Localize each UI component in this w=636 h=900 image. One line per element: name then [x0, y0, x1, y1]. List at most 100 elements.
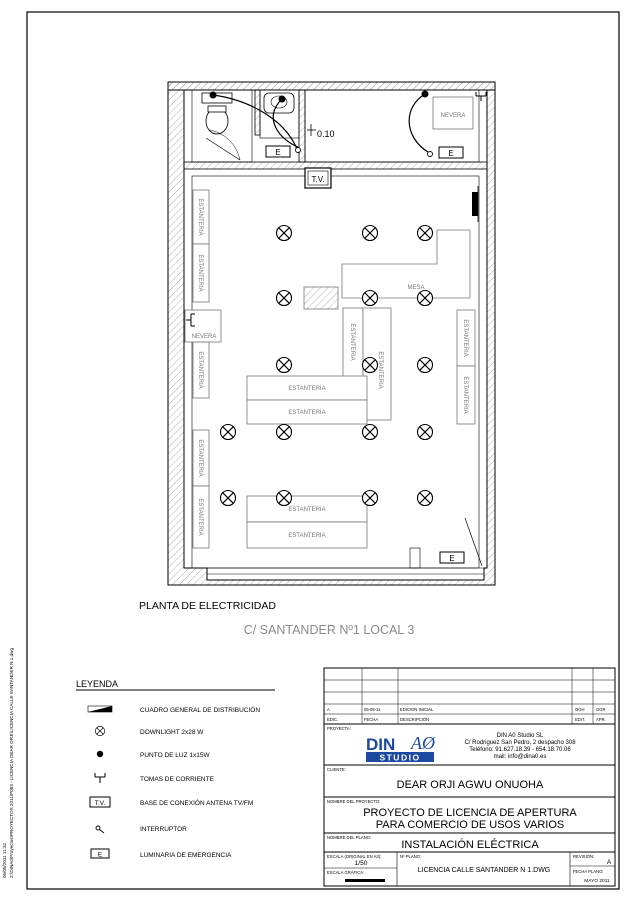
file-name: LICENCIA CALLE SANTANDER N 1.DWG — [418, 867, 551, 874]
client-name: DEAR ORJI AGWU ONUOHA — [397, 779, 544, 791]
date-label: FECHA PLANO: — [573, 869, 603, 874]
scale-label: ESCALA (ORIGINAL EN A3): — [327, 854, 381, 859]
shelf-left-5 — [192, 485, 210, 549]
label-fridge-2: NEVERA — [192, 334, 217, 340]
downlight-icon — [416, 289, 434, 307]
side-file-path: Z:\DINA0\Proyectos\PROYECTOS 2011\P083 -… — [9, 648, 14, 878]
fridge-storage — [432, 96, 474, 130]
logo-din: DIN — [366, 735, 395, 754]
proyecto-label: NOMBRE DEL PROYECTO: — [327, 799, 380, 804]
emergency-light-icon — [265, 145, 291, 158]
switch-icon — [95, 825, 105, 834]
wiring — [272, 98, 299, 148]
downlight-icon — [275, 356, 293, 374]
washbasin-1 — [201, 92, 233, 104]
floor-plan: ESTANTERIA ESTANTERIA ESTANTERIA ESTANTE… — [167, 81, 496, 586]
downlight-icon — [416, 224, 434, 242]
sheet-border — [26, 11, 620, 890]
downlight-icon — [416, 489, 434, 507]
downlight-icon — [361, 356, 379, 374]
storage-room — [304, 89, 480, 163]
plano-label: NOMBRE DEL PLANO: — [327, 835, 371, 840]
plan-title: PLANTA DE ELECTRICIDAD — [139, 600, 276, 612]
label-shelf-5: ESTANTERIA — [197, 498, 203, 535]
legend-label: CUADRO GENERAL DE DISTRIBUCIÓN — [140, 705, 260, 714]
company-logo: DIN AØ STUDIO — [366, 733, 436, 763]
distribution-panel-icon — [472, 192, 478, 216]
proyecta-label: PROYECTA: — [327, 726, 351, 731]
socket-icon — [475, 92, 487, 101]
toilet-tank — [207, 105, 227, 113]
top-wall — [167, 81, 496, 91]
switch-icon — [295, 147, 301, 153]
downlight-icon — [275, 289, 293, 307]
tv-antenna-icon — [304, 167, 332, 189]
company-name: DIN A0 Studio SL — [497, 733, 544, 739]
emergency-light-icon — [90, 848, 110, 859]
wc-wall-2 — [254, 89, 261, 136]
legend-label: DOWNLIGHT 2x28 W — [140, 729, 204, 736]
legend-label: PUNTO DE LUZ 1x15W — [140, 752, 210, 759]
hdr-rev: EDIC. — [327, 717, 338, 722]
emergency-light-icon — [439, 551, 465, 564]
wc-2 — [259, 89, 300, 139]
plano-no-label: Nº PLANO: — [400, 854, 421, 859]
entrance-door — [464, 517, 483, 567]
project-line-1: PROYECTO DE LICENCIA DE APERTURA — [363, 807, 577, 819]
partition-wall — [183, 161, 488, 170]
downlight-icon — [275, 423, 293, 441]
shelf-bottom-h2 — [246, 521, 368, 549]
wiring — [212, 94, 298, 150]
plan-address: C/ SANTANDER Nº1 LOCAL 3 — [244, 623, 415, 637]
title-block: A 05-05-11 EDICION INICIAL OGH OGR EDIC.… — [323, 667, 616, 887]
label-shelf-r2: ESTANTERIA — [462, 376, 468, 413]
label-shelf-c1: ESTANTERIA — [349, 323, 355, 360]
emergency-label: E — [448, 149, 453, 158]
label-shelf-2: ESTANTERIA — [197, 254, 203, 291]
graphic-scale-bar — [345, 879, 385, 882]
company-mail: mail: info@dina0.es — [494, 754, 547, 760]
downlight-icon — [95, 726, 105, 736]
socket-icon — [94, 773, 106, 783]
date-value: MAYO 2011 — [584, 878, 610, 884]
hdr-date: FECHA — [364, 717, 378, 722]
company-phone: Teléfono: 91.627.18.39 - 654.18.70.06 — [469, 747, 571, 753]
cliente-label: CLIENTE: — [327, 767, 346, 772]
label-shelf-b2: ESTANTERIA — [288, 533, 325, 539]
label-shelf-4: ESTANTERIA — [197, 439, 203, 476]
legend: LEYENDA T.V. E CUADRO GENERAL DE DISTRIB… — [76, 679, 275, 859]
label-mesa: MESA — [407, 285, 424, 291]
legend-label: LUMINARIA DE EMERGENCIA — [140, 852, 232, 859]
shelf-center-h2 — [246, 399, 368, 425]
label-shelf-3: ESTANTERIA — [197, 351, 203, 388]
legend-label: TOMAS DE CORRIENTE — [140, 776, 215, 783]
light-point-icon — [96, 750, 104, 758]
rev-dib: OGH — [575, 707, 585, 712]
rev-value: A — [327, 707, 330, 712]
downlight-icon — [416, 423, 434, 441]
downlight-icon — [275, 489, 293, 507]
plan-name: INSTALACIÓN ELÉCTRICA — [401, 838, 539, 851]
door-wc — [205, 137, 241, 161]
downlight-icon — [219, 489, 237, 507]
tv-antenna-symbol: T.V. — [95, 800, 106, 807]
graphic-scale-label: ESCALA GRÁFICA: — [327, 870, 364, 875]
emergency-light-icon — [438, 146, 464, 159]
downlight-icon — [219, 423, 237, 441]
legend-title: LEYENDA — [76, 679, 118, 689]
dimension-label: 0.10 — [317, 129, 335, 139]
company-address: C/ Rodriguez San Pedro, 2 despacho 308 — [464, 740, 576, 746]
label-shelf-h1: ESTANTERIA — [288, 386, 325, 392]
shelf-left-2 — [192, 243, 210, 303]
logo-a0: AØ — [410, 733, 436, 753]
tv-antenna-icon — [89, 796, 111, 808]
hdr-desc: DESCRIPCIÓN — [400, 717, 429, 722]
emergency-label: E — [275, 148, 280, 157]
label-shelf-c2: ESTANTERIA — [377, 351, 383, 388]
downlight-icon — [416, 356, 434, 374]
scale-value: 1/50 — [355, 860, 368, 867]
downlight-icon — [275, 224, 293, 242]
label-shelf-h2: ESTANTERIA — [288, 410, 325, 416]
revision-label: REVISIÓN: — [573, 854, 594, 859]
